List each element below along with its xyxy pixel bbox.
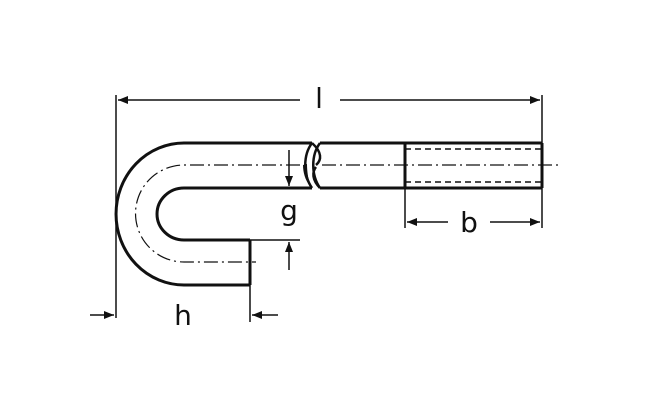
bolt-inner-contour	[155, 186, 312, 242]
center-line	[134, 164, 560, 263]
dimension-b	[404, 188, 540, 228]
label-b: b	[460, 206, 478, 239]
label-h: h	[174, 299, 192, 332]
bolt-body	[114, 141, 544, 287]
dimension-l	[115, 95, 543, 318]
break-shading	[303, 164, 310, 186]
label-l: l	[315, 82, 323, 115]
dimension-g	[250, 150, 300, 270]
thread-lines	[405, 148, 542, 183]
label-g: g	[280, 194, 298, 227]
break-symbol	[304, 142, 322, 189]
dimension-h	[90, 285, 278, 322]
